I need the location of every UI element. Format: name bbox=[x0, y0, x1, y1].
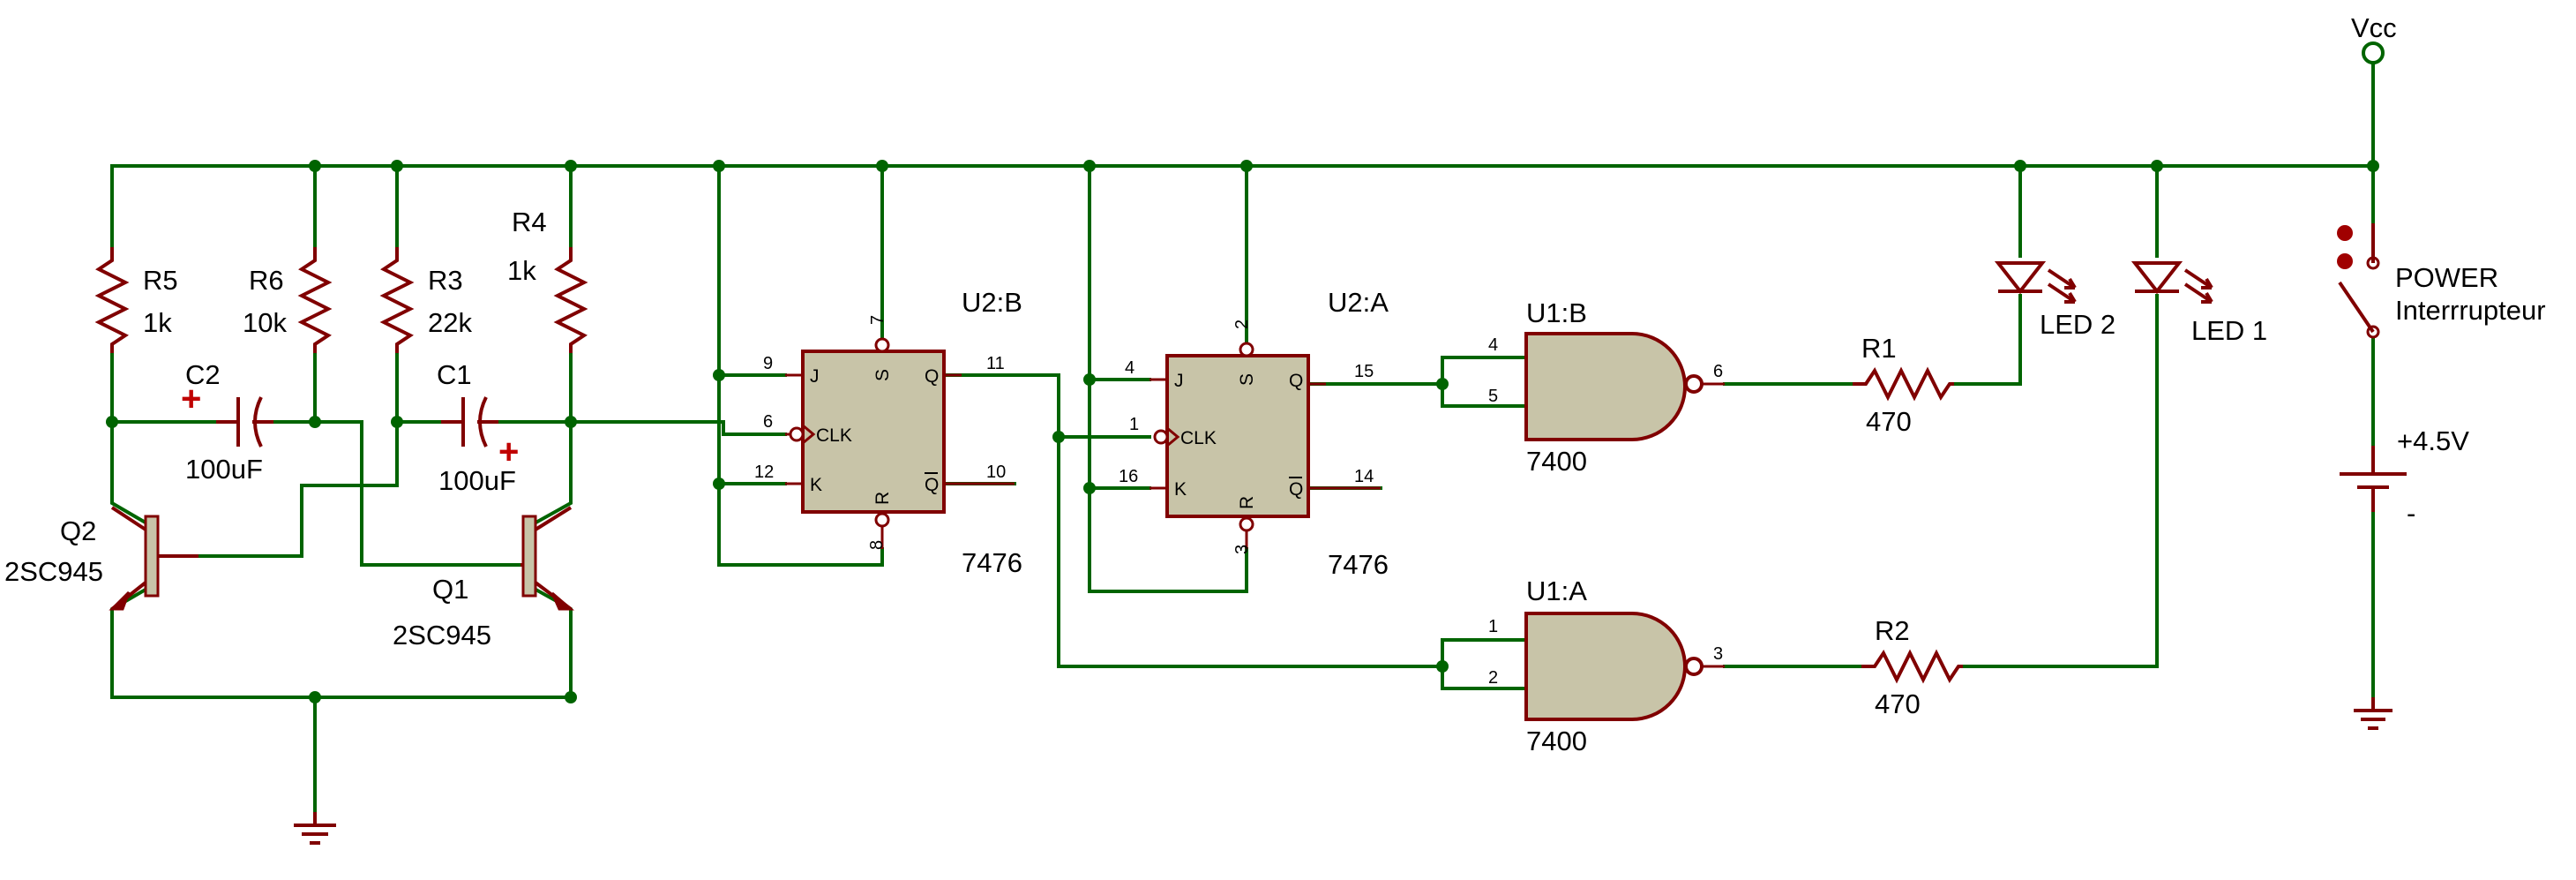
u2b-r: R bbox=[872, 492, 893, 505]
u2b-q: Q bbox=[925, 366, 939, 387]
u2a-pin-clk: 1 bbox=[1129, 415, 1139, 434]
u2b-k: K bbox=[810, 475, 822, 495]
r2-name: R2 bbox=[1875, 615, 1910, 646]
r1-value: 470 bbox=[1866, 406, 1912, 437]
u1b-part: 7400 bbox=[1526, 446, 1587, 477]
nand-gate-u1a: 1 2 3 U1:A 7400 bbox=[1488, 575, 1725, 756]
switch-name: POWER bbox=[2395, 262, 2498, 293]
flip-flop-u2b: J CLK K S R Q Q 9 6 12 7 8 11 10 U2:B 74… bbox=[754, 287, 1022, 578]
u2b-j: J bbox=[810, 366, 820, 387]
u2b-pin-r: 8 bbox=[867, 540, 887, 550]
c1-plus: + bbox=[498, 432, 519, 471]
resistor-r3: R3 22k bbox=[379, 247, 472, 353]
r6-name: R6 bbox=[249, 265, 284, 296]
r6-value: 10k bbox=[243, 307, 287, 338]
u2b-pin-j: 9 bbox=[763, 354, 773, 373]
c1-value: 100uF bbox=[438, 465, 516, 496]
transistor-q2: Q2 2SC945 bbox=[4, 506, 198, 611]
u2a-s: S bbox=[1237, 373, 1257, 386]
u2a-pin-j: 4 bbox=[1125, 358, 1134, 378]
u2a-k: K bbox=[1174, 479, 1187, 500]
battery-minus: - bbox=[2407, 498, 2415, 529]
u2b-part: 7476 bbox=[962, 547, 1022, 578]
transistor-q1: Q1 2SC945 bbox=[393, 506, 575, 651]
r5-name: R5 bbox=[143, 265, 178, 296]
u1a-part: 7400 bbox=[1526, 726, 1587, 756]
q1-part: 2SC945 bbox=[393, 620, 491, 651]
u1b-pin-in1: 4 bbox=[1488, 335, 1498, 355]
u2b-s: S bbox=[872, 369, 893, 381]
u2a-pin-k: 16 bbox=[1119, 467, 1138, 486]
resistor-r1: R1 470 bbox=[1853, 333, 1954, 437]
nand-gate-u1b: 4 5 6 U1:B 7400 bbox=[1488, 297, 1725, 477]
led-1-label: LED 1 bbox=[2191, 315, 2267, 346]
u2a-pin-s: 2 bbox=[1232, 320, 1252, 329]
capacitor-c1: + C1 100uF bbox=[437, 359, 519, 496]
junction-dots bbox=[106, 160, 2379, 703]
resistor-r2: R2 470 bbox=[1861, 615, 1963, 719]
led-2-label: LED 2 bbox=[2040, 309, 2115, 340]
led-1: LED 1 bbox=[2130, 261, 2267, 346]
led-2: LED 2 bbox=[1994, 261, 2115, 340]
u1b-pin-out: 6 bbox=[1713, 362, 1723, 381]
u2b-pin-q: 11 bbox=[986, 354, 1005, 373]
battery: +4.5V - bbox=[2340, 425, 2469, 529]
ground-left bbox=[294, 812, 336, 845]
u1a-pin-in1: 1 bbox=[1488, 617, 1498, 636]
resistor-r4: R4 1k bbox=[507, 207, 588, 353]
battery-voltage: +4.5V bbox=[2397, 425, 2469, 456]
resistor-r6: R6 10k bbox=[243, 247, 333, 353]
r2-value: 470 bbox=[1875, 688, 1921, 719]
c1-name: C1 bbox=[437, 359, 472, 390]
u2b-pin-s: 7 bbox=[868, 315, 887, 325]
u2b-name: U2:B bbox=[962, 287, 1022, 318]
q1-name: Q1 bbox=[432, 574, 468, 605]
flip-flop-u2a: J CLK K S R Q Q 4 1 16 2 3 15 14 U2:A 74… bbox=[1119, 287, 1389, 580]
u2a-pin-q: 15 bbox=[1354, 362, 1374, 381]
u2a-q: Q bbox=[1289, 371, 1303, 391]
u2b-pin-k: 12 bbox=[754, 463, 774, 482]
ground-right bbox=[2354, 697, 2393, 730]
u2a-name: U2:A bbox=[1328, 287, 1389, 318]
q2-part: 2SC945 bbox=[4, 556, 103, 587]
u1b-name: U1:B bbox=[1526, 297, 1587, 328]
q2-name: Q2 bbox=[60, 515, 96, 546]
u2a-pin-r: 3 bbox=[1232, 545, 1252, 554]
r3-value: 22k bbox=[428, 307, 472, 338]
u2a-pin-qbar: 14 bbox=[1354, 467, 1374, 486]
capacitor-c2: + C2 100uF bbox=[181, 359, 273, 485]
r3-name: R3 bbox=[428, 265, 463, 296]
u2a-qbar: Q bbox=[1289, 479, 1303, 500]
u1b-pin-in2: 5 bbox=[1488, 387, 1498, 406]
r4-value: 1k bbox=[507, 255, 536, 286]
u1a-pin-in2: 2 bbox=[1488, 668, 1498, 688]
power-switch: POWER Interrrupteur bbox=[2337, 223, 2546, 339]
c2-value: 100uF bbox=[185, 454, 263, 485]
c2-name: C2 bbox=[185, 359, 221, 390]
resistor-r5: R5 1k bbox=[94, 247, 178, 353]
u2a-clk: CLK bbox=[1180, 428, 1217, 448]
r5-value: 1k bbox=[143, 307, 172, 338]
u2a-r: R bbox=[1237, 496, 1257, 509]
vcc-terminal: Vcc bbox=[2351, 12, 2397, 64]
r4-name: R4 bbox=[512, 207, 547, 237]
u2a-part: 7476 bbox=[1328, 549, 1389, 580]
u1a-name: U1:A bbox=[1526, 575, 1587, 606]
c2-plus: + bbox=[181, 380, 201, 418]
u2a-j: J bbox=[1174, 371, 1184, 391]
u2b-pin-clk: 6 bbox=[763, 412, 773, 432]
u2b-qbar: Q bbox=[925, 475, 939, 495]
u1a-pin-out: 3 bbox=[1713, 644, 1723, 664]
switch-type: Interrrupteur bbox=[2395, 295, 2546, 326]
u2b-pin-qbar: 10 bbox=[986, 463, 1006, 482]
u2b-clk: CLK bbox=[816, 425, 852, 446]
vcc-label: Vcc bbox=[2351, 12, 2397, 43]
r1-name: R1 bbox=[1861, 333, 1897, 364]
